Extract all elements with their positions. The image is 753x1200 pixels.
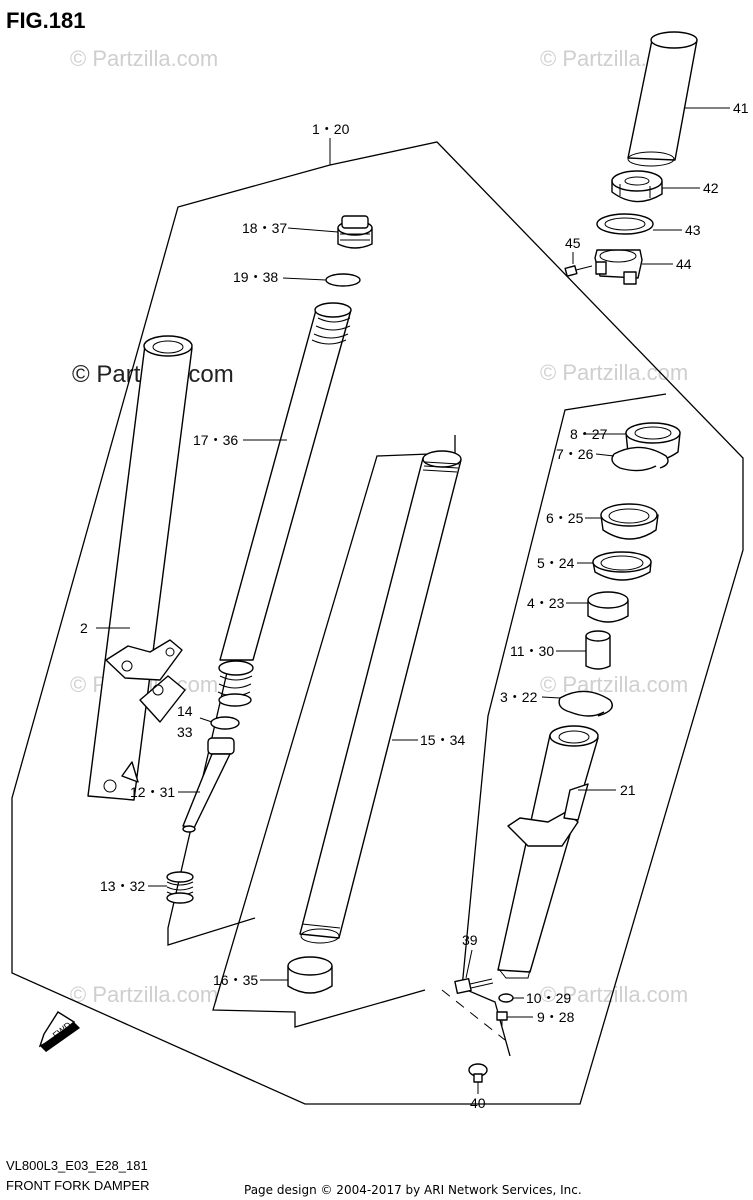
- seal-ring-part: [558, 690, 613, 717]
- callout-4-23: 4・23: [527, 595, 565, 611]
- callout-5-24: 5・24: [537, 555, 575, 571]
- oil-seal-washer-part: [592, 551, 652, 581]
- callout-13-32: 13・32: [100, 878, 145, 894]
- callout-3-22: 3・22: [500, 689, 538, 705]
- slide-bushing-part: [287, 956, 333, 994]
- oil-seal-part: [600, 503, 659, 540]
- watermark: © Partzilla.com: [540, 360, 688, 385]
- oil-lock-piece-part: [585, 630, 611, 670]
- watermark: © Partzilla.com: [70, 982, 218, 1007]
- callout-18-37: 18・37: [242, 220, 287, 236]
- cover-holder-part: [611, 170, 663, 203]
- drain-screw-part: [496, 1011, 508, 1026]
- fork-cover-part: [627, 31, 698, 167]
- callout-9-28: 9・28: [537, 1009, 575, 1025]
- outer-tube-right-part: [497, 725, 599, 979]
- callout-42: 42: [703, 180, 719, 196]
- dashed-line: [441, 989, 506, 1041]
- callout-44: 44: [676, 256, 692, 272]
- copyright-notice: Page design © 2004-2017 by ARI Network S…: [244, 1183, 582, 1197]
- callout-2: 2: [80, 620, 88, 636]
- gasket-part: [498, 993, 514, 1003]
- callout-8-27: 8・27: [570, 426, 608, 442]
- spring-part: [166, 871, 194, 904]
- leader-line: [465, 949, 473, 979]
- callout-15-34: 15・34: [420, 732, 465, 748]
- callout-14: 14: [177, 703, 193, 719]
- callout-16-35: 16・35: [213, 972, 258, 988]
- watermark: © Partzilla.com: [540, 672, 688, 697]
- callout-39: 39: [462, 932, 478, 948]
- model-code: VL800L3_E03_E28_181: [6, 1158, 148, 1173]
- leader-line: [595, 453, 615, 457]
- callout-40: 40: [470, 1095, 486, 1111]
- damper-bolt-part: [454, 977, 494, 995]
- callout-11-30: 11・30: [510, 643, 554, 659]
- callout-33: 33: [177, 724, 193, 740]
- forward-direction-icon: FWD: [38, 1011, 80, 1052]
- o-ring-part: [325, 273, 361, 287]
- stopper-ring-part: [611, 446, 669, 472]
- leader-line: [199, 717, 213, 723]
- bolt-part: [564, 265, 593, 277]
- outer-tube-left-part: [87, 335, 193, 801]
- cap-bolt-part: [337, 215, 373, 249]
- callout-1-20: 1・20: [312, 121, 350, 137]
- callout-7-26: 7・26: [556, 446, 594, 462]
- watermark: © Partzilla.com: [70, 46, 218, 71]
- callout-19-38: 19・38: [233, 269, 278, 285]
- lower-clamp-part: [594, 249, 643, 285]
- figure-caption: FRONT FORK DAMPER: [6, 1178, 150, 1193]
- figure-title: FIG.181: [6, 8, 85, 33]
- callout-21: 21: [620, 782, 636, 798]
- washer-part: [596, 213, 654, 235]
- right-subframe: [461, 393, 667, 1057]
- callout-41: 41: [733, 100, 749, 116]
- callout-43: 43: [685, 222, 701, 238]
- assembly-frame: [11, 141, 744, 1105]
- rebound-rod-part: [182, 737, 235, 833]
- callout-6-25: 6・25: [546, 510, 584, 526]
- guide-bushing-part: [587, 591, 629, 623]
- snap-ring-part: [210, 716, 240, 730]
- leader-line: [287, 227, 339, 233]
- callout-45: 45: [565, 235, 581, 251]
- callout-12-31: 12・31: [130, 784, 175, 800]
- leader-line: [282, 277, 327, 281]
- inner-tube-part: [299, 450, 462, 944]
- leader-line: [541, 696, 561, 699]
- plug-cap-part: [468, 1063, 488, 1083]
- callout-17-36: 17・36: [193, 432, 238, 448]
- callout-10-29: 10・29: [526, 990, 571, 1006]
- damper-cylinder-part: [217, 302, 352, 707]
